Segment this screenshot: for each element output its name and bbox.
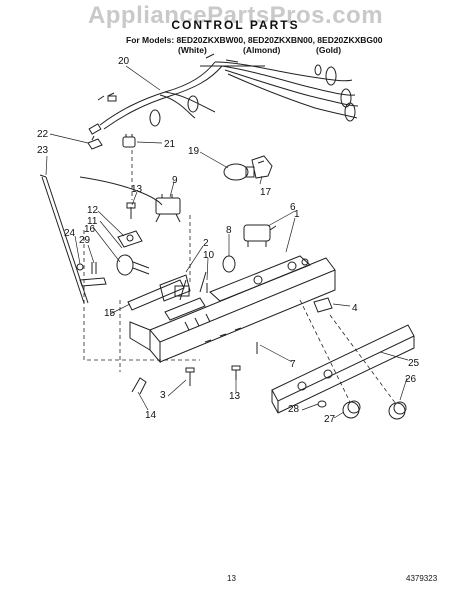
clip-14 bbox=[131, 377, 147, 395]
callout-2: 2 bbox=[203, 238, 209, 249]
damper-bracket bbox=[117, 230, 143, 248]
variant-almond: (Almond) bbox=[243, 45, 281, 55]
diagram-title: CONTROL PARTS bbox=[171, 18, 300, 32]
callout-17: 17 bbox=[260, 187, 272, 198]
control-housing bbox=[129, 255, 336, 364]
callout-11: 11 bbox=[87, 216, 98, 227]
part-number-callouts: 20 22 21 23 19 17 13 9 12 11 16 24 29 6 … bbox=[37, 56, 420, 425]
callout-12: 12 bbox=[87, 205, 99, 216]
knob-8 bbox=[222, 255, 236, 273]
callout-1: 1 bbox=[294, 209, 300, 220]
temperature-knob-right bbox=[388, 401, 407, 420]
base-plate bbox=[127, 279, 185, 311]
wire-harness bbox=[88, 53, 359, 135]
callout-20: 20 bbox=[118, 56, 130, 67]
callout-3: 3 bbox=[160, 390, 166, 401]
callout-14: 14 bbox=[145, 410, 157, 421]
callout-24: 24 bbox=[64, 228, 76, 239]
callout-26: 26 bbox=[405, 374, 417, 385]
document-number: 4379323 bbox=[406, 574, 438, 583]
callout-16: 16 bbox=[84, 224, 96, 235]
mounting-bracket bbox=[159, 274, 191, 302]
callout-23: 23 bbox=[37, 145, 49, 156]
callout-28: 28 bbox=[288, 404, 300, 415]
callout-9: 9 bbox=[172, 175, 178, 186]
light-bulb bbox=[223, 163, 255, 181]
leader-lines bbox=[45, 65, 409, 419]
washer-28 bbox=[317, 400, 327, 408]
callout-13-top: 13 bbox=[131, 184, 143, 195]
callout-29: 29 bbox=[79, 235, 91, 246]
callout-25: 25 bbox=[408, 358, 420, 369]
callout-4: 4 bbox=[352, 303, 358, 314]
thermostat bbox=[79, 176, 181, 223]
spring-clip bbox=[76, 262, 107, 287]
wire-clip bbox=[87, 135, 103, 150]
callout-6: 6 bbox=[290, 202, 296, 213]
light-socket bbox=[251, 155, 273, 179]
clip-4 bbox=[313, 297, 333, 313]
connector-plug bbox=[122, 134, 136, 148]
assembly-guides bbox=[83, 150, 397, 405]
control-knob-left bbox=[116, 254, 150, 276]
screw-13-bottom bbox=[231, 365, 241, 380]
temperature-knob-left bbox=[342, 400, 361, 419]
callout-21: 21 bbox=[164, 139, 176, 150]
callout-19: 19 bbox=[188, 146, 200, 157]
variant-white: (White) bbox=[178, 45, 207, 55]
screw-top bbox=[126, 202, 136, 219]
watermark: AppliancePartsPros.com bbox=[87, 2, 384, 29]
control-switch bbox=[243, 224, 277, 247]
callout-15: 15 bbox=[104, 308, 116, 319]
variant-gold: (Gold) bbox=[316, 45, 342, 55]
control-panel bbox=[271, 324, 415, 414]
callout-13-bottom: 13 bbox=[229, 391, 241, 402]
callout-22: 22 bbox=[37, 129, 49, 140]
callout-10: 10 bbox=[203, 250, 215, 261]
page-number: 13 bbox=[227, 574, 236, 583]
models-line: For Models: 8ED20ZKXBW00, 8ED20ZKXBN00, … bbox=[126, 35, 383, 45]
callout-27: 27 bbox=[324, 414, 336, 425]
screw-3 bbox=[185, 367, 195, 386]
callout-8: 8 bbox=[226, 225, 232, 236]
callout-7: 7 bbox=[290, 359, 296, 370]
